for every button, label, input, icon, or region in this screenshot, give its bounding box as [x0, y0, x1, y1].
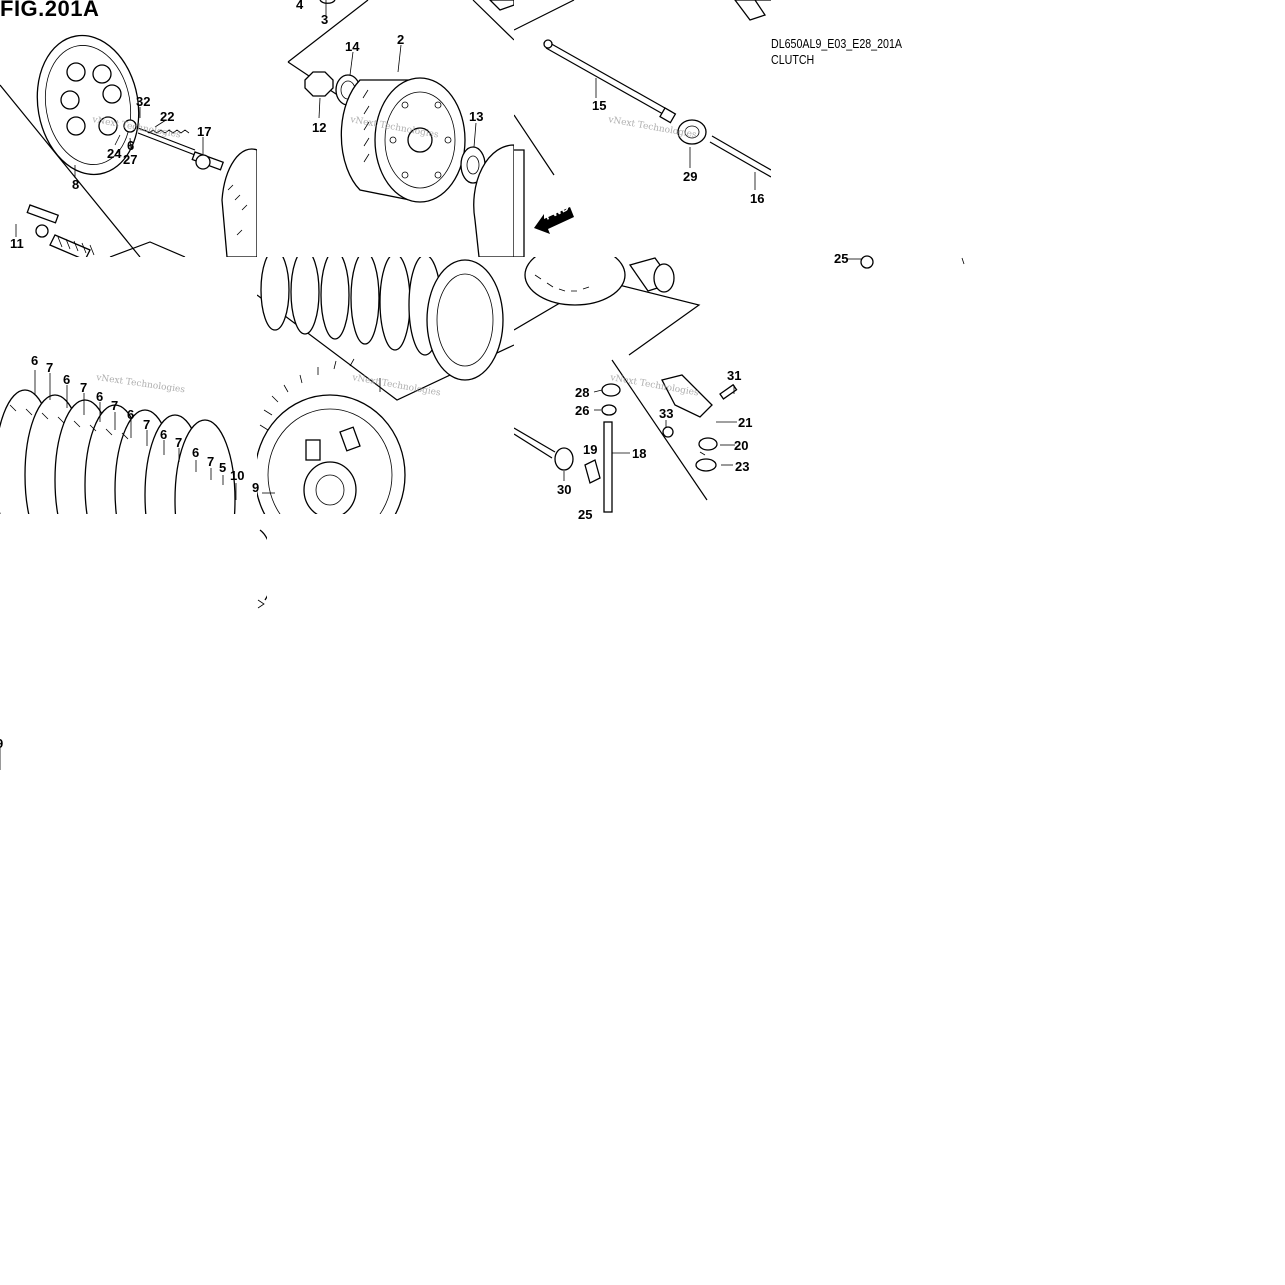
callout: 7 [46, 360, 53, 375]
svg-text:vNext Technologies: vNext Technologies [608, 373, 699, 399]
callout: 6 [127, 138, 134, 153]
callout: 11 [10, 236, 24, 251]
callout: 29 [683, 169, 697, 184]
callout: 25 [578, 507, 592, 522]
callout: 33 [659, 406, 673, 421]
callout: 26 [575, 403, 589, 418]
callout: 7 [207, 454, 214, 469]
push-rod-group: FWD [514, 0, 771, 257]
svg-text:vNext Technologies: vNext Technologies [606, 115, 697, 141]
fragment-bits [0, 255, 965, 770]
release-mechanism-group [514, 257, 738, 513]
callout: 6 [160, 427, 167, 442]
callout: 6 [96, 389, 103, 404]
callout: 9 [252, 480, 259, 495]
callout: 14 [345, 39, 360, 54]
callout: 10 [230, 468, 244, 483]
callout: 12 [312, 120, 326, 135]
callout: 8 [72, 177, 79, 192]
callout-labels: 4 3 14 2 12 13 32 22 17 24 6 27 8 11 15 … [0, 0, 848, 751]
callout: 28 [575, 385, 589, 400]
callout: 6 [63, 372, 70, 387]
clutch-plate-stack-group [257, 257, 514, 514]
svg-text:vNext Technologies: vNext Technologies [350, 373, 441, 399]
callout: 31 [727, 368, 741, 383]
callout: 16 [750, 191, 764, 206]
friction-plates [260, 257, 504, 381]
callout: 6 [31, 353, 38, 368]
callout: 32 [136, 94, 150, 109]
callout: 25 [834, 251, 848, 266]
clutch-hub-group [287, 0, 514, 257]
pressure-plate-group [0, 34, 257, 257]
callout: 22 [160, 109, 174, 124]
callout: 6 [127, 407, 134, 422]
callout: 20 [734, 438, 748, 453]
callout: 15 [592, 98, 606, 113]
callout: 4 [296, 0, 304, 12]
callout: 7 [80, 380, 87, 395]
callout: 19 [583, 442, 597, 457]
section-name: CLUTCH [771, 52, 815, 67]
callout: 6 [192, 445, 199, 460]
figure-title: FIG.201A [0, 0, 100, 21]
callout: 13 [469, 109, 483, 124]
callout: 23 [735, 459, 749, 474]
callout: 9 [0, 736, 3, 751]
callout: 7 [111, 398, 118, 413]
callout: 30 [557, 482, 571, 497]
callout: 27 [123, 152, 137, 167]
callout: 24 [107, 146, 122, 161]
callout: 7 [175, 435, 182, 450]
callout: 3 [321, 12, 328, 27]
callout: 5 [219, 460, 226, 475]
svg-text:vNext Technologies: vNext Technologies [95, 373, 186, 396]
callout: 18 [632, 446, 646, 461]
callout: 7 [143, 417, 150, 432]
plate-sequence-group [0, 370, 237, 514]
fwd-arrow: FWD [534, 201, 574, 234]
callout: 21 [738, 415, 752, 430]
callout: 2 [397, 32, 404, 47]
diagram-code: DL650AL9_E03_E28_201A [771, 36, 903, 51]
callout: 17 [197, 124, 211, 139]
